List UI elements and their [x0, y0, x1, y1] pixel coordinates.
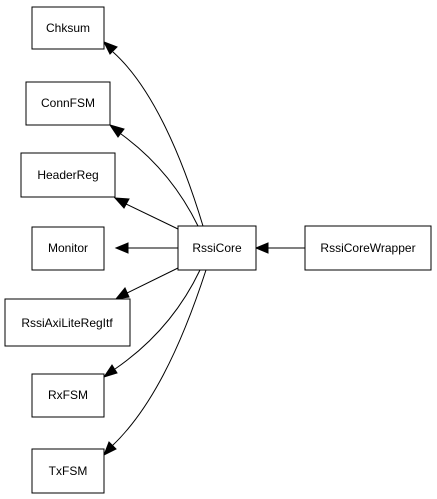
- edge-rssicore-to-monitor: [114, 242, 178, 254]
- edge-rssicore-to-connfsm: [108, 124, 199, 227]
- node-chksum[interactable]: Chksum: [31, 6, 105, 50]
- node-txfsm[interactable]: TxFSM: [31, 448, 105, 494]
- node-rssicorewrapper[interactable]: RssiCoreWrapper: [304, 225, 432, 271]
- edge-rssicore-to-rssiaxiliteregitf: [114, 267, 179, 300]
- nodes: Chksum ConnFSM HeaderReg Monitor RssiAxi…: [4, 6, 432, 494]
- edge-rssicore-to-txfsm: [103, 269, 207, 457]
- edge-rssicore-to-chksum: [102, 41, 204, 227]
- node-label: RssiCoreWrapper: [320, 241, 415, 255]
- node-label: RxFSM: [48, 388, 88, 402]
- edge-rssicore-to-rxfsm: [102, 269, 201, 378]
- node-label: HeaderReg: [37, 168, 98, 182]
- node-label: TxFSM: [49, 464, 88, 478]
- node-label: RssiAxiLiteRegItf: [21, 316, 113, 330]
- edge-rssicore-to-headerreg: [113, 197, 179, 230]
- node-label: Chksum: [46, 21, 90, 35]
- node-rssicore[interactable]: RssiCore: [177, 225, 257, 271]
- node-headerreg[interactable]: HeaderReg: [20, 152, 116, 198]
- node-label: RssiCore: [192, 241, 242, 255]
- node-monitor[interactable]: Monitor: [31, 226, 105, 271]
- node-rssiaxiliteregitf[interactable]: RssiAxiLiteRegItf: [4, 298, 131, 347]
- edges: [102, 41, 305, 457]
- node-label: ConnFSM: [41, 96, 95, 110]
- node-label: Monitor: [48, 241, 88, 255]
- edge-rssicorewrapper-to-rssicore: [254, 242, 305, 254]
- node-rxfsm[interactable]: RxFSM: [31, 373, 105, 418]
- node-connfsm[interactable]: ConnFSM: [25, 81, 111, 126]
